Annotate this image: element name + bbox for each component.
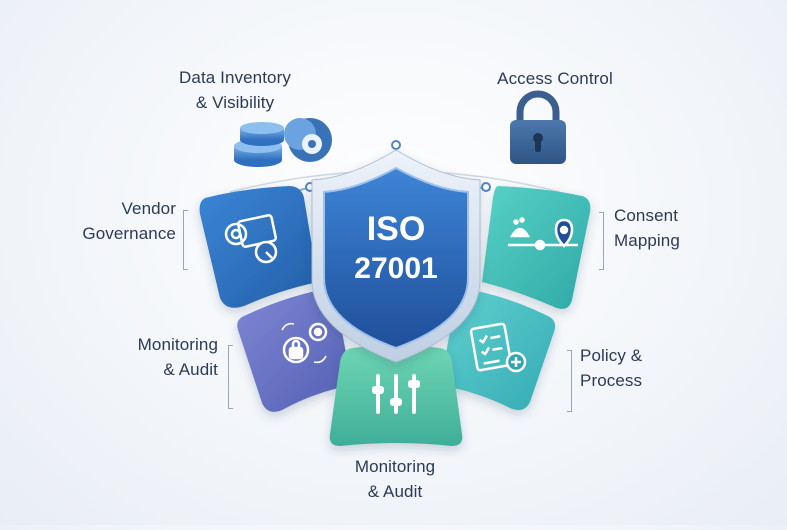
shield-title-line2: 27001 [354,252,437,285]
shield-title-line1: ISO [367,210,426,248]
gears-document-icon [224,214,278,264]
arc-node-top [391,140,401,150]
label-policy-process: Policy & Process [580,346,643,390]
label-monitoring-left: Monitoring & Audit [137,335,218,379]
label-data-inventory: Data Inventory & Visibility [179,68,291,112]
padlock-icon [510,90,566,164]
label-consent-mapping: Consent Mapping [614,206,680,250]
bracket-vendor [183,210,188,270]
label-access-control: Access Control [497,69,613,88]
bracket-monitoring-left [228,345,233,409]
iso-shield [311,149,481,363]
label-monitoring-bottom: Monitoring & Audit [354,457,436,501]
database-cloud-icon [234,118,332,167]
checklist-icon [469,322,527,373]
map-pin-route-icon [508,217,578,251]
label-vendor-governance: Vendor Governance [82,199,176,243]
arc-node-right [481,182,491,192]
gears-lock-icon [281,322,328,364]
bracket-policy [567,350,572,412]
sliders-icon [372,374,420,414]
bracket-consent [599,212,604,270]
